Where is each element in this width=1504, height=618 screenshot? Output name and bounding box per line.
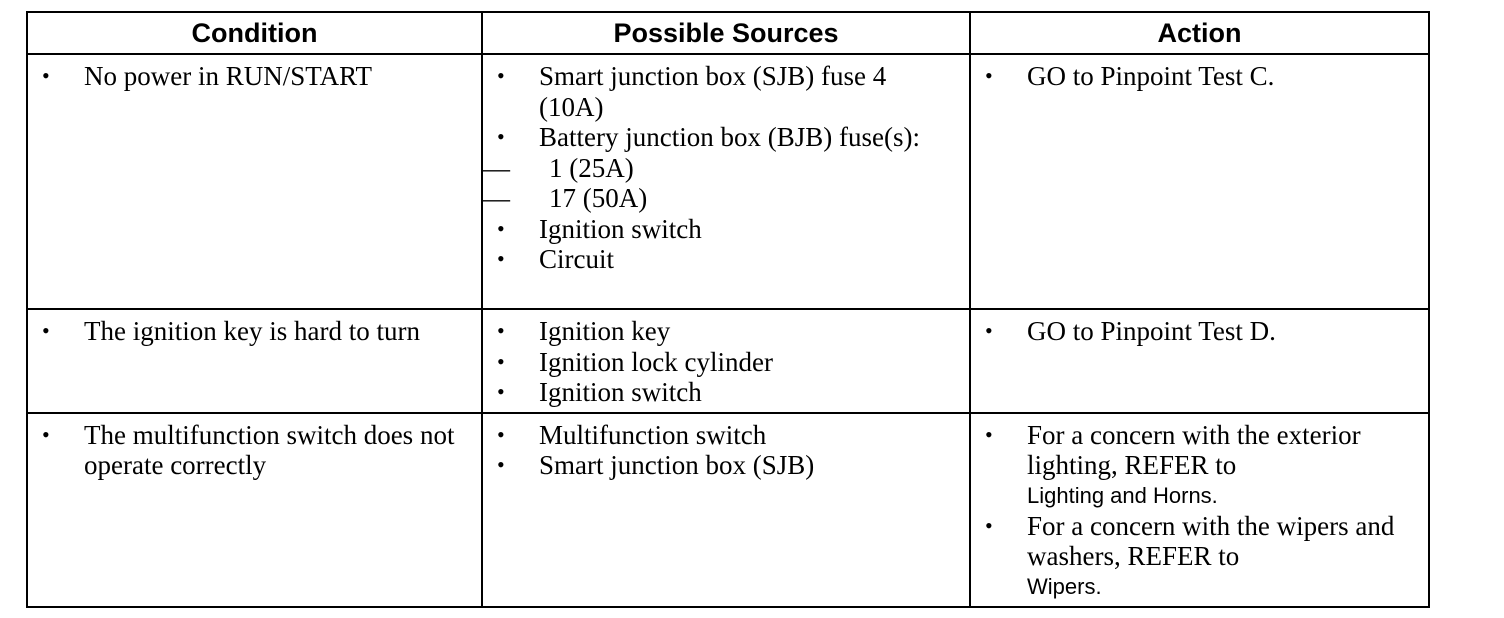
bullet-icon: • [497, 348, 505, 374]
bullet-icon: • [42, 63, 50, 88]
table-row: • No power in RUN/START • Smart junction b… [26, 53, 1430, 310]
bullet-icon: • [497, 379, 505, 404]
header-possible-sources: Possible Sources [481, 11, 971, 55]
bullet-icon: • [985, 63, 993, 88]
bullet-icon: • [497, 246, 505, 271]
source-text: Smart junction box (SJB) fuse 4 (10A) [539, 61, 887, 122]
list-item: • The multifunction switch does not opera… [28, 420, 469, 481]
action-text: GO to Pinpoint Test C. [1027, 61, 1275, 91]
condition-cell: • The ignition key is hard to turn [26, 308, 483, 414]
bullet-icon: • [497, 63, 505, 88]
condition-text: The multifunction switch does not operat… [84, 419, 455, 481]
bullet-icon: • [497, 215, 505, 241]
header-condition: Condition [26, 11, 483, 55]
dash-icon: — [483, 152, 510, 183]
bullet-icon: • [497, 452, 505, 477]
source-text: Multifunction switch [539, 419, 767, 450]
bullet-icon: • [985, 318, 993, 343]
list-item: • No power in RUN/START [28, 61, 469, 92]
bullet-icon: • [985, 512, 993, 538]
dash-icon: — [483, 183, 510, 213]
action-cell: • GO to Pinpoint Test C. [969, 53, 1430, 310]
source-text: Ignition key [539, 316, 671, 346]
list-item: • Ignition switch [483, 214, 957, 245]
list-item: • Multifunction switch [483, 420, 957, 451]
list-item: • GO to Pinpoint Test D. [971, 316, 1416, 347]
source-text: Battery junction box (BJB) fuse(s): [539, 122, 920, 152]
source-text: Ignition lock cylinder [539, 346, 773, 377]
list-item: • Battery junction box (BJB) fuse(s): — 1 … [483, 122, 957, 214]
sources-cell: • Multifunction switch • Smart junction bo… [481, 411, 971, 608]
bullet-icon: • [985, 421, 993, 447]
source-text: Circuit [539, 244, 614, 274]
action-text: GO to Pinpoint Test D. [1027, 316, 1276, 346]
header-row: Condition Possible Sources Action [26, 11, 1430, 55]
bullet-icon: • [497, 318, 505, 343]
bullet-icon: • [42, 318, 50, 343]
source-text: Smart junction box (SJB) [539, 450, 815, 480]
source-subtext: 1 (25A) [549, 152, 634, 183]
sub-list-item: — 17 (50A) [483, 183, 957, 214]
list-item: • The ignition key is hard to turn [28, 316, 469, 347]
sources-cell: • Smart junction box (SJB) fuse 4 (10A) •… [481, 53, 971, 310]
list-item: • For a concern with the exterior lightin… [971, 420, 1416, 511]
source-text: Ignition switch [539, 213, 702, 244]
list-item: • GO to Pinpoint Test C. [971, 61, 1416, 92]
action-text: For a concern with the wipers and washer… [1027, 510, 1395, 572]
sub-list-item: — 1 (25A) [483, 153, 957, 184]
list-item: • Smart junction box (SJB) [483, 450, 957, 481]
list-item: • For a concern with the wipers and washe… [971, 511, 1416, 602]
condition-text: No power in RUN/START [84, 61, 372, 91]
sub-list: — 1 (25A) — 17 (50A) [483, 153, 957, 214]
reference-link-lighting-and-horns[interactable]: Lighting and Horns. [1027, 482, 1218, 508]
condition-text: The ignition key is hard to turn [84, 316, 420, 346]
condition-cell: • The multifunction switch does not opera… [26, 411, 483, 608]
reference-link-wipers[interactable]: Wipers. [1027, 573, 1102, 599]
bullet-icon: • [497, 124, 505, 149]
header-action: Action [969, 11, 1430, 55]
table-row: • The ignition key is hard to turn • Ignit… [26, 308, 1430, 414]
table-row: • The multifunction switch does not opera… [26, 411, 1430, 608]
bullet-icon: • [497, 421, 505, 447]
list-item: • Smart junction box (SJB) fuse 4 (10A) [483, 61, 957, 122]
action-cell: • GO to Pinpoint Test D. [969, 308, 1430, 414]
action-cell: • For a concern with the exterior lightin… [969, 411, 1430, 608]
symptom-chart-table: Condition Possible Sources Action • No po… [26, 11, 1430, 608]
source-subtext: 17 (50A) [549, 183, 648, 213]
bullet-icon: • [42, 421, 50, 447]
list-item: • Ignition lock cylinder [483, 347, 957, 378]
condition-cell: • No power in RUN/START [26, 53, 483, 310]
list-item: • Ignition switch [483, 377, 957, 408]
list-item: • Ignition key [483, 316, 957, 347]
action-text: For a concern with the exterior lighting… [1027, 419, 1361, 481]
sources-cell: • Ignition key • Ignition lock cylinder • I… [481, 308, 971, 414]
source-text: Ignition switch [539, 377, 702, 407]
list-item: • Circuit [483, 244, 957, 275]
